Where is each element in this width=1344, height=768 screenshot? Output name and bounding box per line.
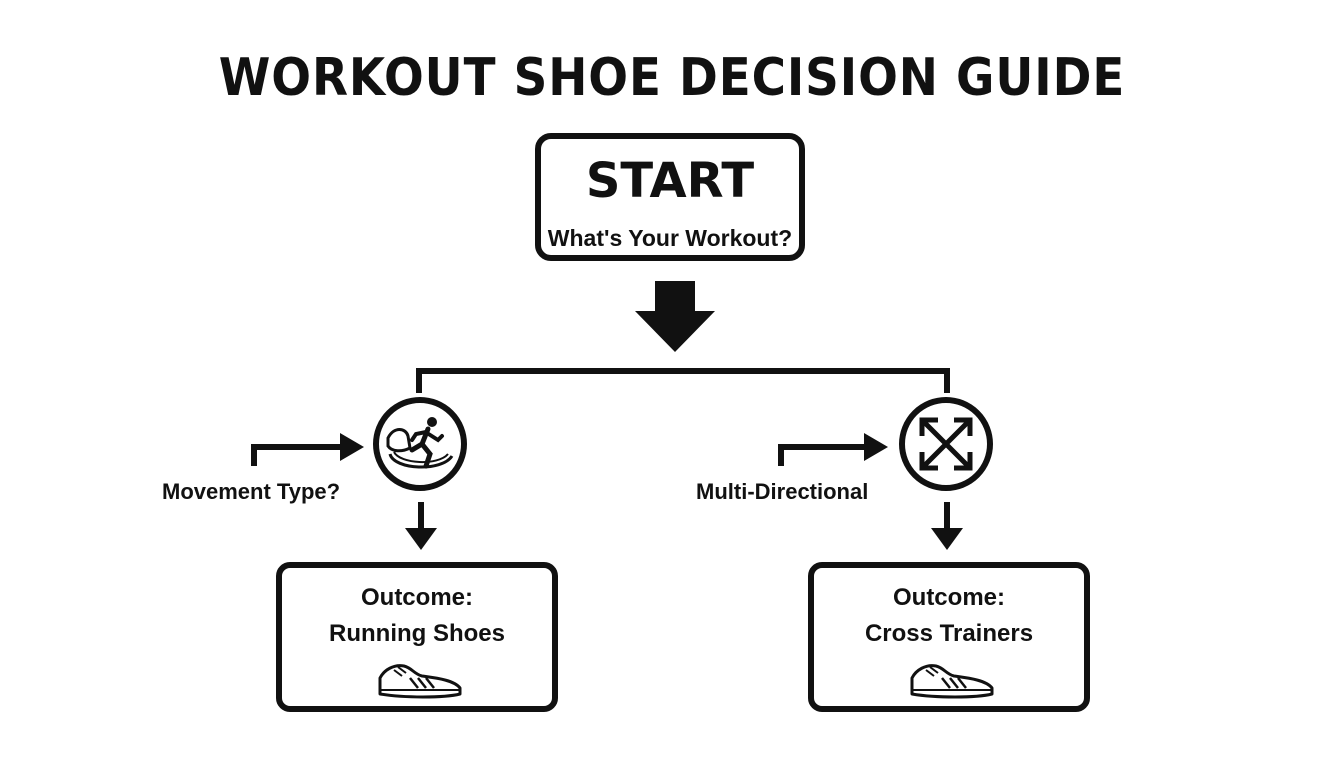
outcome-label: Outcome: Running Shoes <box>282 580 552 652</box>
outcome-box-cross-trainers: Outcome: Cross Trainers <box>808 562 1090 712</box>
outcome-prefix: Outcome: <box>360 584 473 611</box>
main-down-arrow <box>635 281 715 352</box>
left-down-arrow-head <box>405 528 437 550</box>
branch-label-multi-directional: Multi-Directional <box>696 479 869 504</box>
right-down-arrow-head <box>931 528 963 550</box>
right-input-arrow-head <box>864 433 888 461</box>
branch-label-movement-type: Movement Type? <box>162 479 341 504</box>
split-line <box>416 368 950 393</box>
outcome-name: Cross Trainers <box>864 620 1034 647</box>
right-input-arrow-line <box>778 444 868 466</box>
cross-trainer-shoe-icon <box>910 664 994 699</box>
left-input-arrow-head <box>340 433 364 461</box>
start-question: What's Your Workout? <box>547 225 793 251</box>
outcome-label: Outcome: Cross Trainers <box>814 580 1084 652</box>
outcome-name: Running Shoes <box>329 620 505 647</box>
start-heading: START <box>585 153 755 209</box>
page-title: WORKOUT SHOE DECISION GUIDE <box>218 48 1126 108</box>
runner-icon <box>373 397 467 491</box>
outcome-box-running: Outcome: Running Shoes <box>276 562 558 712</box>
multi-direction-arrows-icon <box>899 397 993 491</box>
left-input-arrow-line <box>251 444 344 466</box>
outcome-prefix: Outcome: <box>892 584 1005 611</box>
start-box: START What's Your Workout? <box>535 133 805 261</box>
running-shoe-icon <box>378 664 462 699</box>
